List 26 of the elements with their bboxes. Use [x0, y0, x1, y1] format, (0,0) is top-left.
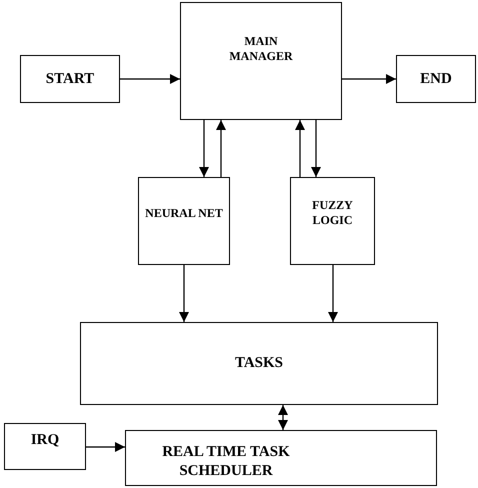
arrow: [342, 74, 396, 84]
arrow: [199, 120, 209, 177]
arrow: [278, 405, 288, 430]
box-label: START: [44, 70, 96, 88]
box-label: IRQ: [30, 431, 60, 450]
arrow: [120, 74, 180, 84]
box-label: NEURAL NET: [144, 206, 224, 220]
process-box: [125, 430, 437, 486]
arrow: [216, 120, 226, 177]
box-label: FUZZY LOGIC: [311, 198, 354, 228]
process-box: [138, 177, 230, 265]
box-label: TASKS: [234, 354, 284, 373]
process-box: [396, 55, 476, 103]
process-box: [290, 177, 375, 265]
process-box: [20, 55, 120, 103]
process-box: [4, 423, 86, 470]
arrow: [179, 265, 189, 322]
arrow: [295, 120, 305, 177]
arrow: [328, 265, 338, 322]
box-label: END: [419, 70, 453, 88]
process-box: [80, 322, 438, 405]
box-label: MAIN MANAGER: [228, 34, 294, 64]
process-box: [180, 2, 342, 120]
arrow: [86, 442, 125, 452]
arrow: [311, 120, 321, 177]
box-label: REAL TIME TASK SCHEDULER: [161, 443, 291, 481]
